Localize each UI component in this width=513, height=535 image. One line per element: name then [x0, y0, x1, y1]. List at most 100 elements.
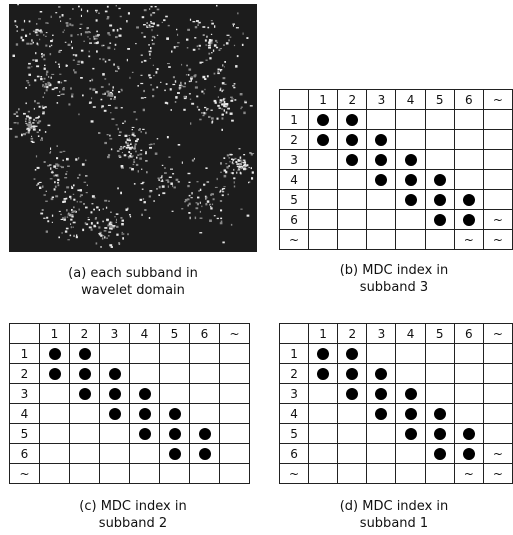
speckle: [220, 218, 222, 220]
speckle: [33, 42, 34, 44]
speckle: [96, 50, 98, 52]
speckle: [25, 35, 27, 37]
speckle: [37, 117, 39, 119]
speckle: [119, 131, 122, 133]
mdc-dot-cell: [190, 444, 220, 464]
empty-cell: [396, 130, 425, 150]
filled-dot: [346, 348, 358, 360]
speckle: [213, 50, 214, 52]
speckle: [66, 24, 68, 26]
speckle: [96, 19, 98, 21]
speckle: [125, 135, 128, 137]
speckle: [99, 13, 100, 14]
speckle: [183, 109, 185, 111]
mdc-dot-cell: [130, 424, 160, 444]
speckle: [223, 44, 225, 45]
speckle: [132, 129, 133, 130]
speckle: [205, 39, 207, 41]
speckle: [144, 60, 147, 62]
speckle: [157, 138, 159, 139]
speckle: [91, 222, 93, 225]
empty-cell: [309, 404, 338, 424]
filled-dot: [375, 154, 387, 166]
speckle: [101, 45, 103, 47]
speckle: [39, 106, 41, 108]
speckle: [188, 212, 190, 214]
speckle: [135, 143, 137, 145]
speckle: [33, 31, 35, 33]
speckle: [134, 145, 136, 147]
speckle: [194, 37, 196, 38]
speckle: [26, 103, 27, 105]
table-row: ~~~: [280, 230, 513, 250]
speckle: [140, 83, 143, 84]
speckle: [184, 96, 186, 98]
speckle: [140, 154, 143, 156]
speckle: [95, 38, 98, 39]
column-header: ~: [483, 90, 512, 110]
speckle: [14, 122, 17, 124]
speckle: [115, 44, 117, 46]
empty-cell: [220, 344, 250, 364]
speckle: [87, 28, 88, 29]
speckle: [64, 217, 65, 219]
speckle: [209, 204, 210, 206]
table-corner-cell: [280, 90, 309, 110]
speckle: [165, 16, 168, 18]
speckle: [199, 232, 202, 233]
filled-dot: [199, 428, 211, 440]
speckle: [117, 187, 119, 189]
speckle: [17, 30, 18, 31]
speckle: [108, 235, 110, 236]
speckle: [121, 89, 123, 90]
speckle: [102, 73, 105, 76]
speckle: [70, 87, 72, 89]
mdc-dot-cell: [100, 384, 130, 404]
speckle: [107, 95, 110, 96]
speckle: [224, 104, 226, 105]
mdc-table-subband-1: 123456~123456~~~~: [279, 323, 513, 484]
speckle: [137, 154, 139, 156]
speckle: [172, 211, 174, 212]
speckle: [55, 163, 58, 165]
speckle: [224, 175, 227, 178]
speckle: [38, 135, 40, 137]
speckle: [142, 129, 144, 130]
filled-dot: [463, 428, 475, 440]
caption-c-line2: subband 2: [9, 515, 257, 532]
speckle: [223, 89, 225, 91]
empty-cell: [367, 210, 396, 230]
speckle: [151, 84, 152, 85]
speckle: [107, 47, 110, 50]
speckle: [149, 144, 152, 145]
speckle: [40, 213, 43, 215]
speckle: [79, 201, 82, 202]
speckle: [28, 132, 30, 133]
speckle: [243, 112, 245, 115]
speckle: [227, 35, 230, 36]
speckle: [144, 209, 146, 211]
speckle: [150, 14, 152, 17]
mdc-dot-cell: [309, 364, 338, 384]
speckle: [94, 226, 96, 227]
table-row: 2: [280, 130, 513, 150]
speckle: [150, 47, 152, 49]
empty-cell: [483, 384, 512, 404]
speckle: [110, 98, 111, 100]
speckle: [71, 187, 73, 189]
speckle: [131, 143, 132, 145]
empty-cell: [338, 464, 367, 484]
speckle: [244, 101, 247, 102]
speckle: [177, 92, 180, 94]
speckle: [142, 182, 145, 183]
speckle: [44, 92, 45, 94]
speckle: [220, 200, 222, 202]
empty-cell: [100, 464, 130, 484]
speckle: [216, 5, 218, 7]
speckle: [252, 171, 254, 173]
empty-cell: [338, 444, 367, 464]
table-row: 3: [280, 384, 513, 404]
speckle: [231, 120, 234, 122]
speckle: [64, 80, 67, 81]
speckle: [245, 165, 247, 166]
